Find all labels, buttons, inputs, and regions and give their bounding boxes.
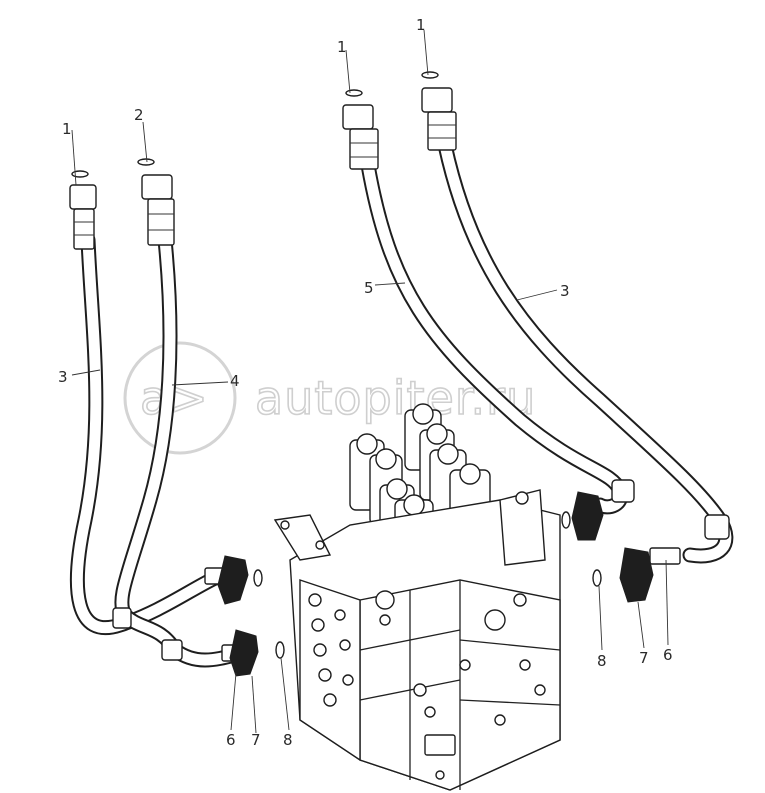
callout-right-hose-3: 3 — [560, 282, 570, 300]
left-hose-assembly — [69, 158, 243, 668]
control-valve-block — [273, 403, 561, 791]
watermark: a> autopiter.ru — [123, 341, 536, 455]
callout-numbers: 1 2 3 4 1 1 5 3 6 7 8 6 7 8 — [58, 16, 673, 749]
right-lower-connector — [592, 547, 681, 603]
callout-right-top-1b: 1 — [416, 16, 426, 34]
callout-left-top-2: 2 — [134, 106, 144, 124]
left-upper-connector — [204, 555, 263, 605]
right-upper-connector — [561, 491, 604, 541]
callout-right-hose-5: 5 — [364, 279, 374, 297]
callout-left-hose-4: 4 — [230, 372, 240, 390]
right-hose-assembly — [342, 71, 734, 564]
callout-right-6: 6 — [663, 646, 673, 664]
callout-right-8: 8 — [597, 652, 607, 670]
callout-bottom-6: 6 — [226, 731, 236, 749]
leader-lines — [71, 29, 669, 734]
callout-left-hose-3: 3 — [58, 368, 68, 386]
callout-bottom-7: 7 — [251, 731, 261, 749]
callout-left-top-1: 1 — [62, 120, 72, 138]
callout-bottom-8: 8 — [283, 731, 293, 749]
callout-right-top-1a: 1 — [337, 38, 347, 56]
callout-right-7: 7 — [639, 649, 649, 667]
left-lower-connector — [221, 629, 285, 677]
